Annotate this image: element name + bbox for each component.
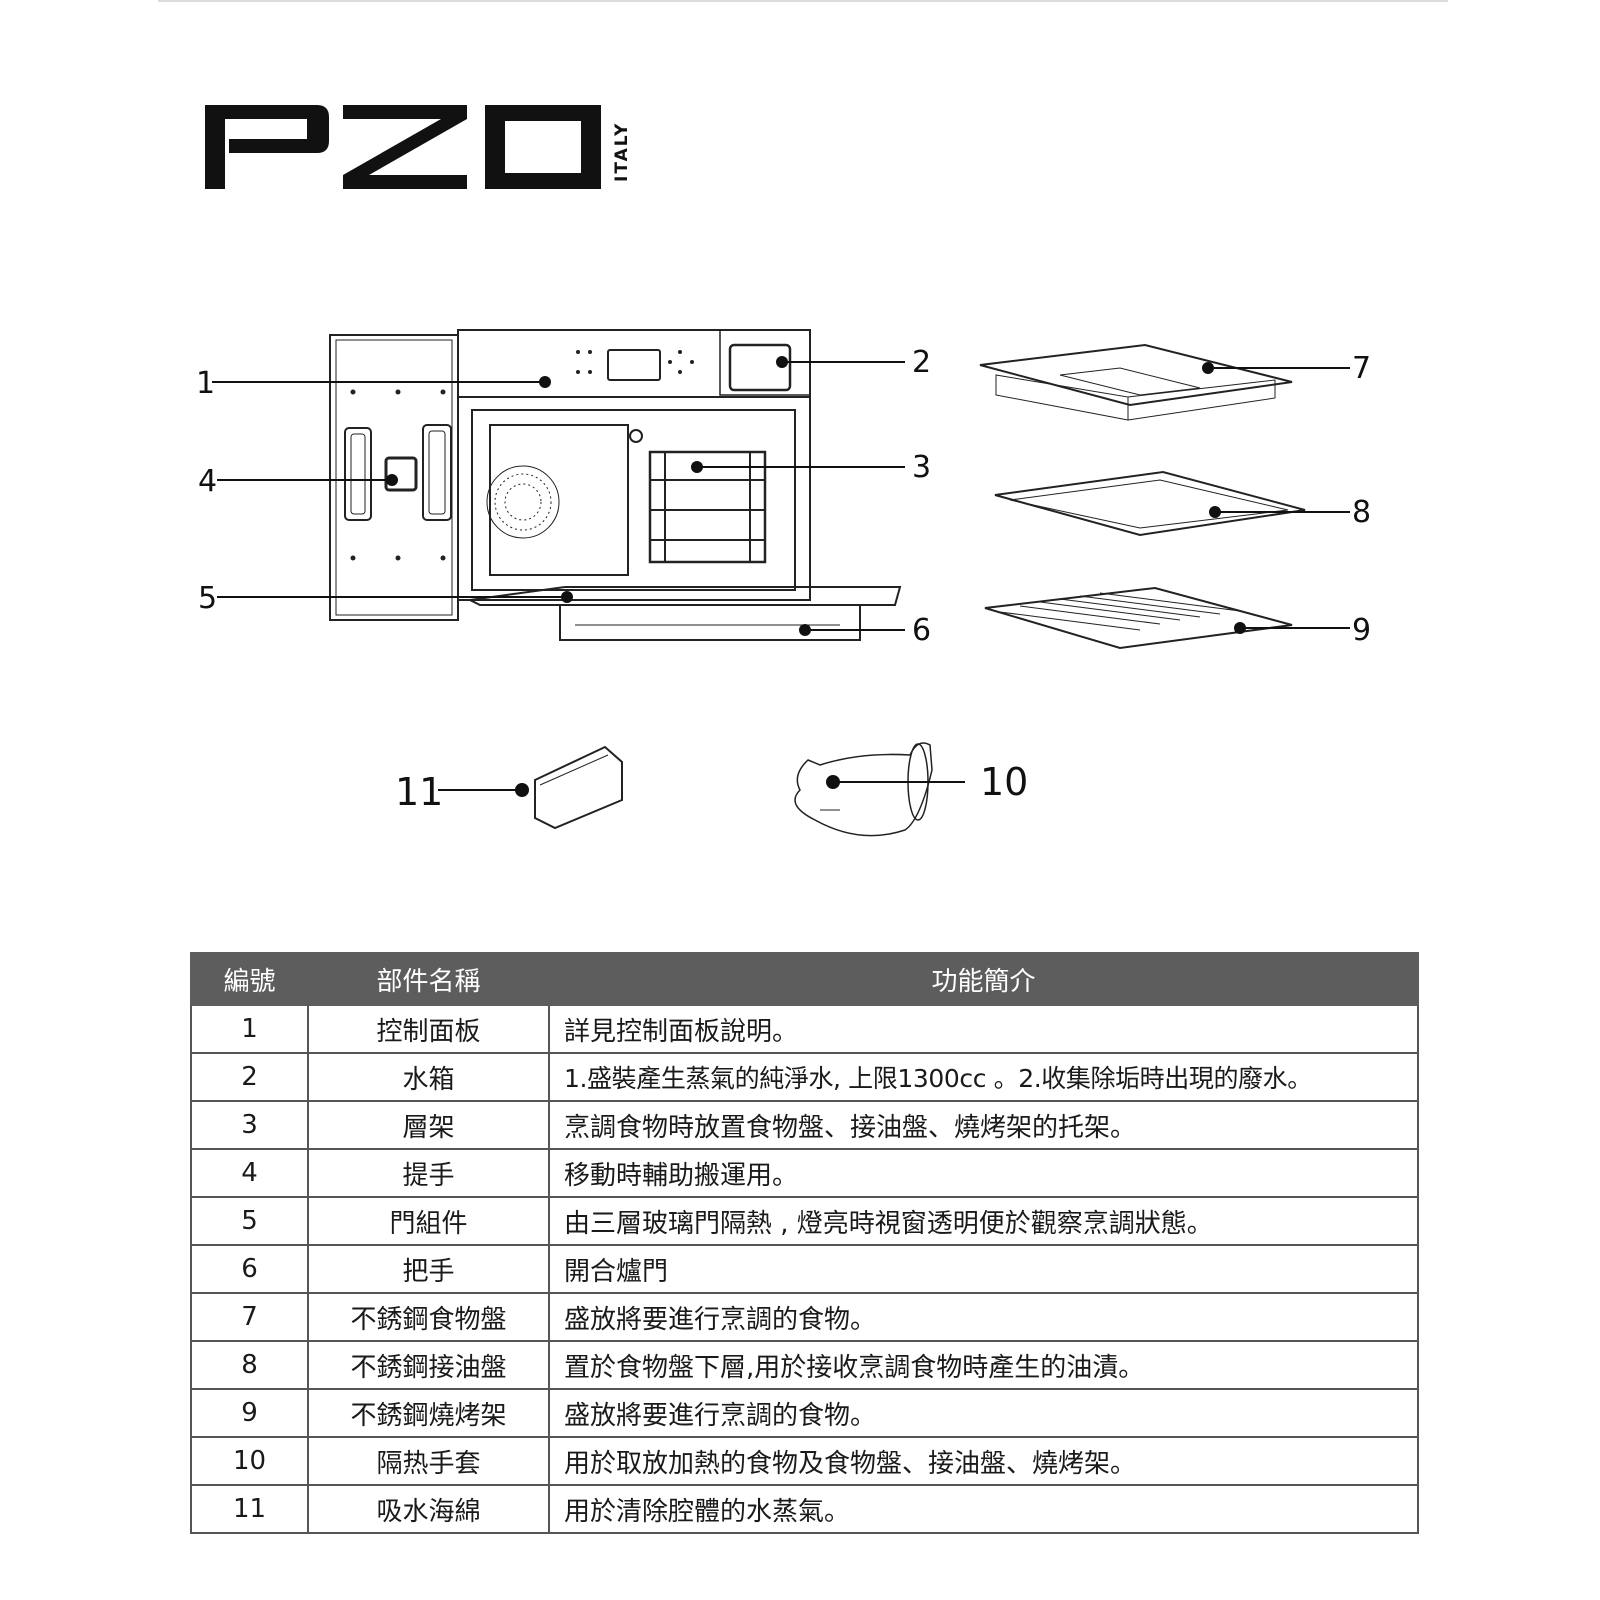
brand-subtitle: ITALY [612,121,632,183]
row-part-name: 水箱 [307,1052,550,1102]
callout-11: 11 [395,770,443,814]
oven-body [457,329,811,601]
row-part-name: 不銹鋼接油盤 [307,1340,550,1390]
row-number: 1 [190,1004,309,1054]
callout-4: 4 [198,464,217,499]
oven-door [466,586,902,641]
row-description: 移動時輔助搬運用。 [548,1148,1419,1198]
callout-7: 7 [1352,351,1371,386]
row-description: 置於食物盤下層,用於接收烹調食物時產生的油漬。 [548,1340,1419,1390]
callout-9: 9 [1352,613,1371,648]
row-part-name: 不銹鋼燒烤架 [307,1388,550,1438]
drip-tray [994,470,1306,537]
row-description: 1.盛裝產生蒸氣的純淨水, 上限1300cc 。2.收集除垢時出現的廢水。 [548,1052,1419,1102]
callout-1: 1 [196,366,215,401]
row-part-name: 控制面板 [307,1004,550,1054]
callout-6: 6 [912,613,931,648]
header-function: 功能簡介 [548,952,1419,1006]
header-number: 編號 [190,952,309,1006]
row-description: 用於取放加熱的食物及食物盤、接油盤、燒烤架。 [548,1436,1419,1486]
row-number: 2 [190,1052,309,1102]
row-number: 10 [190,1436,309,1486]
row-number: 5 [190,1196,309,1246]
row-description: 由三層玻璃門隔熱 , 燈亮時視窗透明便於觀察烹調狀態。 [548,1196,1419,1246]
row-number: 3 [190,1100,309,1150]
table-header-row: 編號 部件名稱 功能簡介 [190,952,1419,1006]
row-part-name: 隔热手套 [307,1436,550,1486]
row-description: 盛放將要進行烹調的食物。 [548,1292,1419,1342]
row-description: 烹調食物時放置食物盤、接油盤、燒烤架的托架。 [548,1100,1419,1150]
row-number: 4 [190,1148,309,1198]
callout-3: 3 [912,450,931,485]
row-description: 開合爐門 [548,1244,1419,1294]
pzo-logo [205,105,601,189]
callout-2: 2 [912,345,931,380]
row-part-name: 層架 [307,1100,550,1150]
callout-8: 8 [1352,495,1371,530]
row-description: 詳見控制面板說明。 [548,1004,1419,1054]
row-number: 6 [190,1244,309,1294]
row-number: 11 [190,1484,309,1534]
food-tray [979,343,1293,421]
row-part-name: 吸水海綿 [307,1484,550,1534]
row-part-name: 把手 [307,1244,550,1294]
header-part-name: 部件名稱 [307,952,550,1006]
callout-10: 10 [980,760,1028,804]
parts-diagram: 1 2 3 4 5 6 7 8 9 10 11 [196,329,1371,837]
row-part-name: 門組件 [307,1196,550,1246]
row-number: 7 [190,1292,309,1342]
row-part-name: 提手 [307,1148,550,1198]
top-divider [158,0,1448,2]
row-description: 盛放將要進行烹調的食物。 [548,1388,1419,1438]
oven-side-panel [329,334,459,621]
row-description: 用於清除腔體的水蒸氣。 [548,1484,1419,1534]
callout-5: 5 [198,581,217,616]
row-part-name: 不銹鋼食物盤 [307,1292,550,1342]
row-number: 9 [190,1388,309,1438]
sponge-illustration [534,745,623,830]
grill-rack [984,586,1293,650]
row-number: 8 [190,1340,309,1390]
glove-illustration [794,742,933,837]
